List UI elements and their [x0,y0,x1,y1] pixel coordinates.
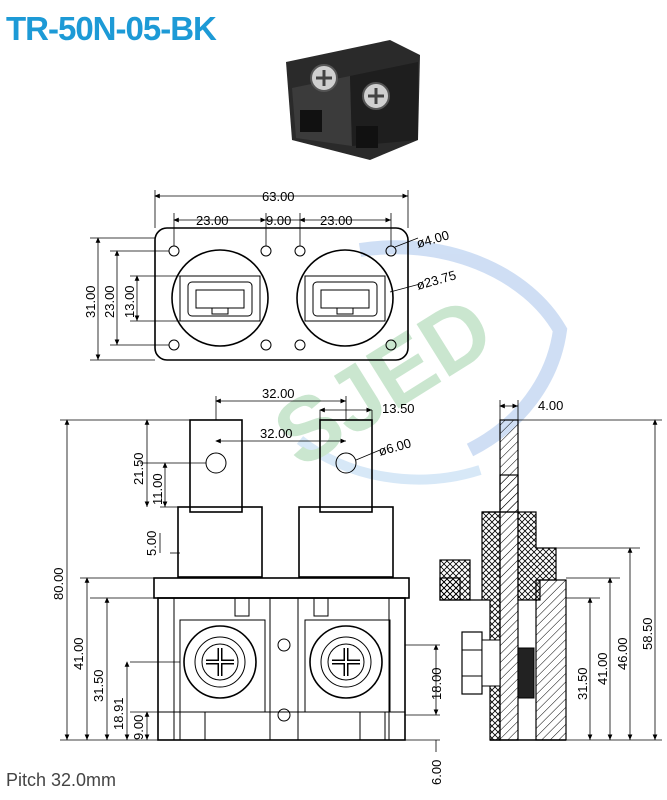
side-section-view: 4.00 31.50 41.00 46.00 58.50 [439,398,662,741]
dim-base-height: 9.00 [131,715,146,740]
dim-screw-center: 18.91 [111,697,126,730]
section-nut [461,631,483,695]
dim-tab-pitch-mid: 32.00 [260,426,293,441]
dim-bottom-offset: 6.00 [429,760,444,785]
dim-mid-span: 9.00 [266,213,291,228]
tab-left [189,419,243,513]
terminal-opening-left [171,249,269,347]
dim-height-outer: 31.00 [83,285,98,318]
section-screw-thread [517,647,535,699]
product-photo [286,40,420,160]
dim-screw-height: 31.50 [91,669,106,702]
collar-right [298,506,394,578]
screw-right [309,625,383,699]
dim-height-mid: 23.00 [102,285,117,318]
dim-tab-width: 13.50 [382,401,415,416]
dim-left-span: 23.00 [196,213,229,228]
mounting-holes [168,245,397,351]
screw-left [183,625,257,699]
dim-tab-hole-pos: 11.00 [150,473,165,505]
dim-overall-height: 80.00 [51,567,66,600]
dim-side-h1: 31.50 [575,667,590,700]
dim-right-span: 23.00 [320,213,353,228]
pitch-label: Pitch 32.0mm [6,770,117,790]
dim-side-h2: 41.00 [595,652,610,685]
top-view-outline [154,227,409,361]
dim-height-inner: 13.00 [122,285,137,318]
part-number-title: TR-50N-05-BK [6,10,217,47]
terminal-opening-right [296,249,394,347]
dim-tab-pitch-top: 32.00 [262,386,295,401]
collar-left [177,506,263,578]
dim-side-h4: 58.50 [640,617,655,650]
dim-tab-length: 21.50 [131,452,146,485]
dim-body-height: 41.00 [71,637,86,670]
front-view: 32.00 32.00 13.50 ø6.00 21.50 11.00 5.00… [51,386,444,785]
flange [153,577,410,599]
body [157,597,406,741]
dim-width: 63.00 [262,189,295,204]
dim-side-h3: 46.00 [615,637,630,670]
dim-boss-spacing: 18.00 [429,667,444,700]
dim-collar: 5.00 [144,531,159,556]
dim-tab-thickness: 4.00 [538,398,563,413]
